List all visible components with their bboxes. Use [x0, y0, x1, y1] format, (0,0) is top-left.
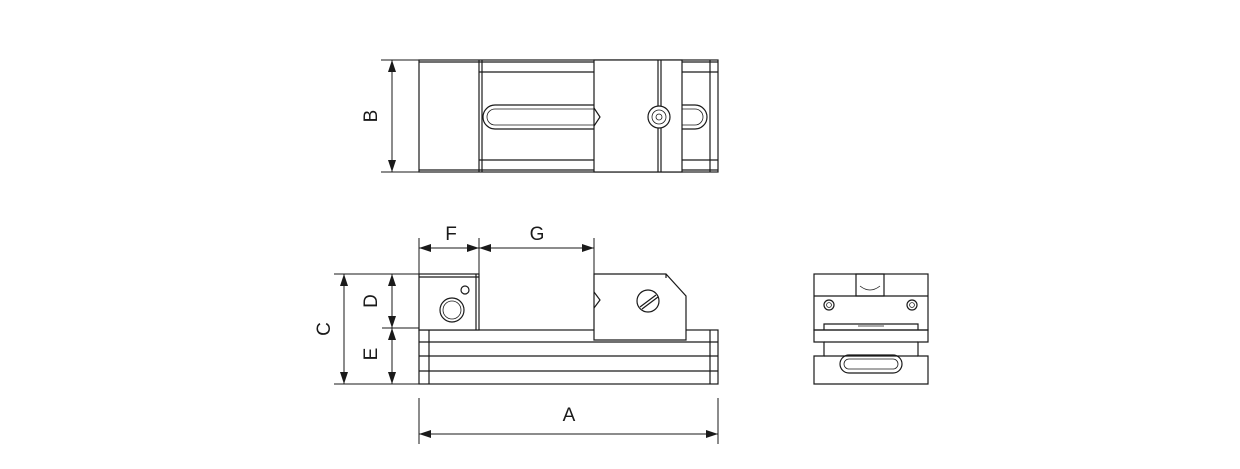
side-view-slot	[839, 354, 903, 374]
dimension-c-arrow-top	[340, 274, 348, 286]
top-view-base-outline	[418, 59, 719, 173]
top-view	[418, 59, 719, 173]
side-view-jaw	[813, 273, 929, 331]
dimension-b-arrow-bottom	[388, 160, 396, 172]
front-view-bolt-hole	[439, 297, 465, 323]
front-view	[418, 273, 719, 385]
dimension-g-arrow-left	[479, 244, 491, 252]
front-view-screw-slot-2	[641, 296, 659, 310]
dimension-e-label: E	[361, 348, 382, 361]
dimension-f-arrow-right	[467, 244, 479, 252]
side-view-top-slot	[855, 273, 885, 297]
side-view-top-slot-curve	[859, 285, 881, 291]
dimension-f-arrow-left	[419, 244, 431, 252]
dimension-g-arrow-right	[582, 244, 594, 252]
side-view-saddle	[823, 323, 919, 330]
dimension-e-arrow-bottom	[388, 372, 396, 384]
top-view-screw-hex	[655, 113, 663, 121]
dimension-b-arrow-top	[388, 60, 396, 72]
dimension-c-arrow-bottom	[340, 372, 348, 384]
dimension-e: E	[361, 328, 396, 384]
dimension-c: C	[314, 273, 419, 385]
dimension-f-label: F	[445, 224, 457, 245]
top-view-screw-icon	[647, 105, 671, 129]
side-view-base	[813, 329, 929, 385]
front-view-screw-slot-1	[639, 294, 657, 308]
front-view-fixed-jaw	[418, 273, 480, 331]
dimension-g: G	[479, 224, 595, 274]
dimension-g-label: G	[530, 224, 545, 245]
front-view-bolt-hole-inner	[442, 300, 462, 320]
top-view-screw-inner	[651, 109, 667, 125]
side-view	[813, 273, 929, 385]
side-view-screw-left-inner	[826, 302, 832, 308]
dimension-a-arrow-right	[706, 430, 718, 438]
dimension-c-label: C	[314, 322, 335, 336]
front-view-base	[418, 329, 719, 385]
dimension-a-arrow-left	[419, 430, 431, 438]
side-view-slot-inner	[843, 358, 899, 370]
dimension-b-label: B	[361, 110, 382, 123]
side-view-screw-right-icon	[906, 299, 918, 311]
dimension-a-label: A	[563, 405, 576, 426]
dimension-f: F	[418, 224, 480, 274]
dimension-e-arrow-top	[388, 328, 396, 340]
side-view-screw-left-icon	[823, 299, 835, 311]
dimension-a: A	[418, 398, 719, 444]
dimension-d-arrow-bottom	[388, 316, 396, 328]
front-view-pin-hole	[460, 285, 470, 295]
front-view-jaw-notch	[593, 291, 601, 309]
side-view-screw-right-inner	[909, 302, 915, 308]
dimension-d-arrow-top	[388, 274, 396, 286]
dimension-d: D	[361, 274, 419, 329]
dimension-d-label: D	[361, 294, 382, 308]
top-view-jaw-notch	[593, 107, 601, 127]
dimension-b: B	[361, 59, 419, 173]
